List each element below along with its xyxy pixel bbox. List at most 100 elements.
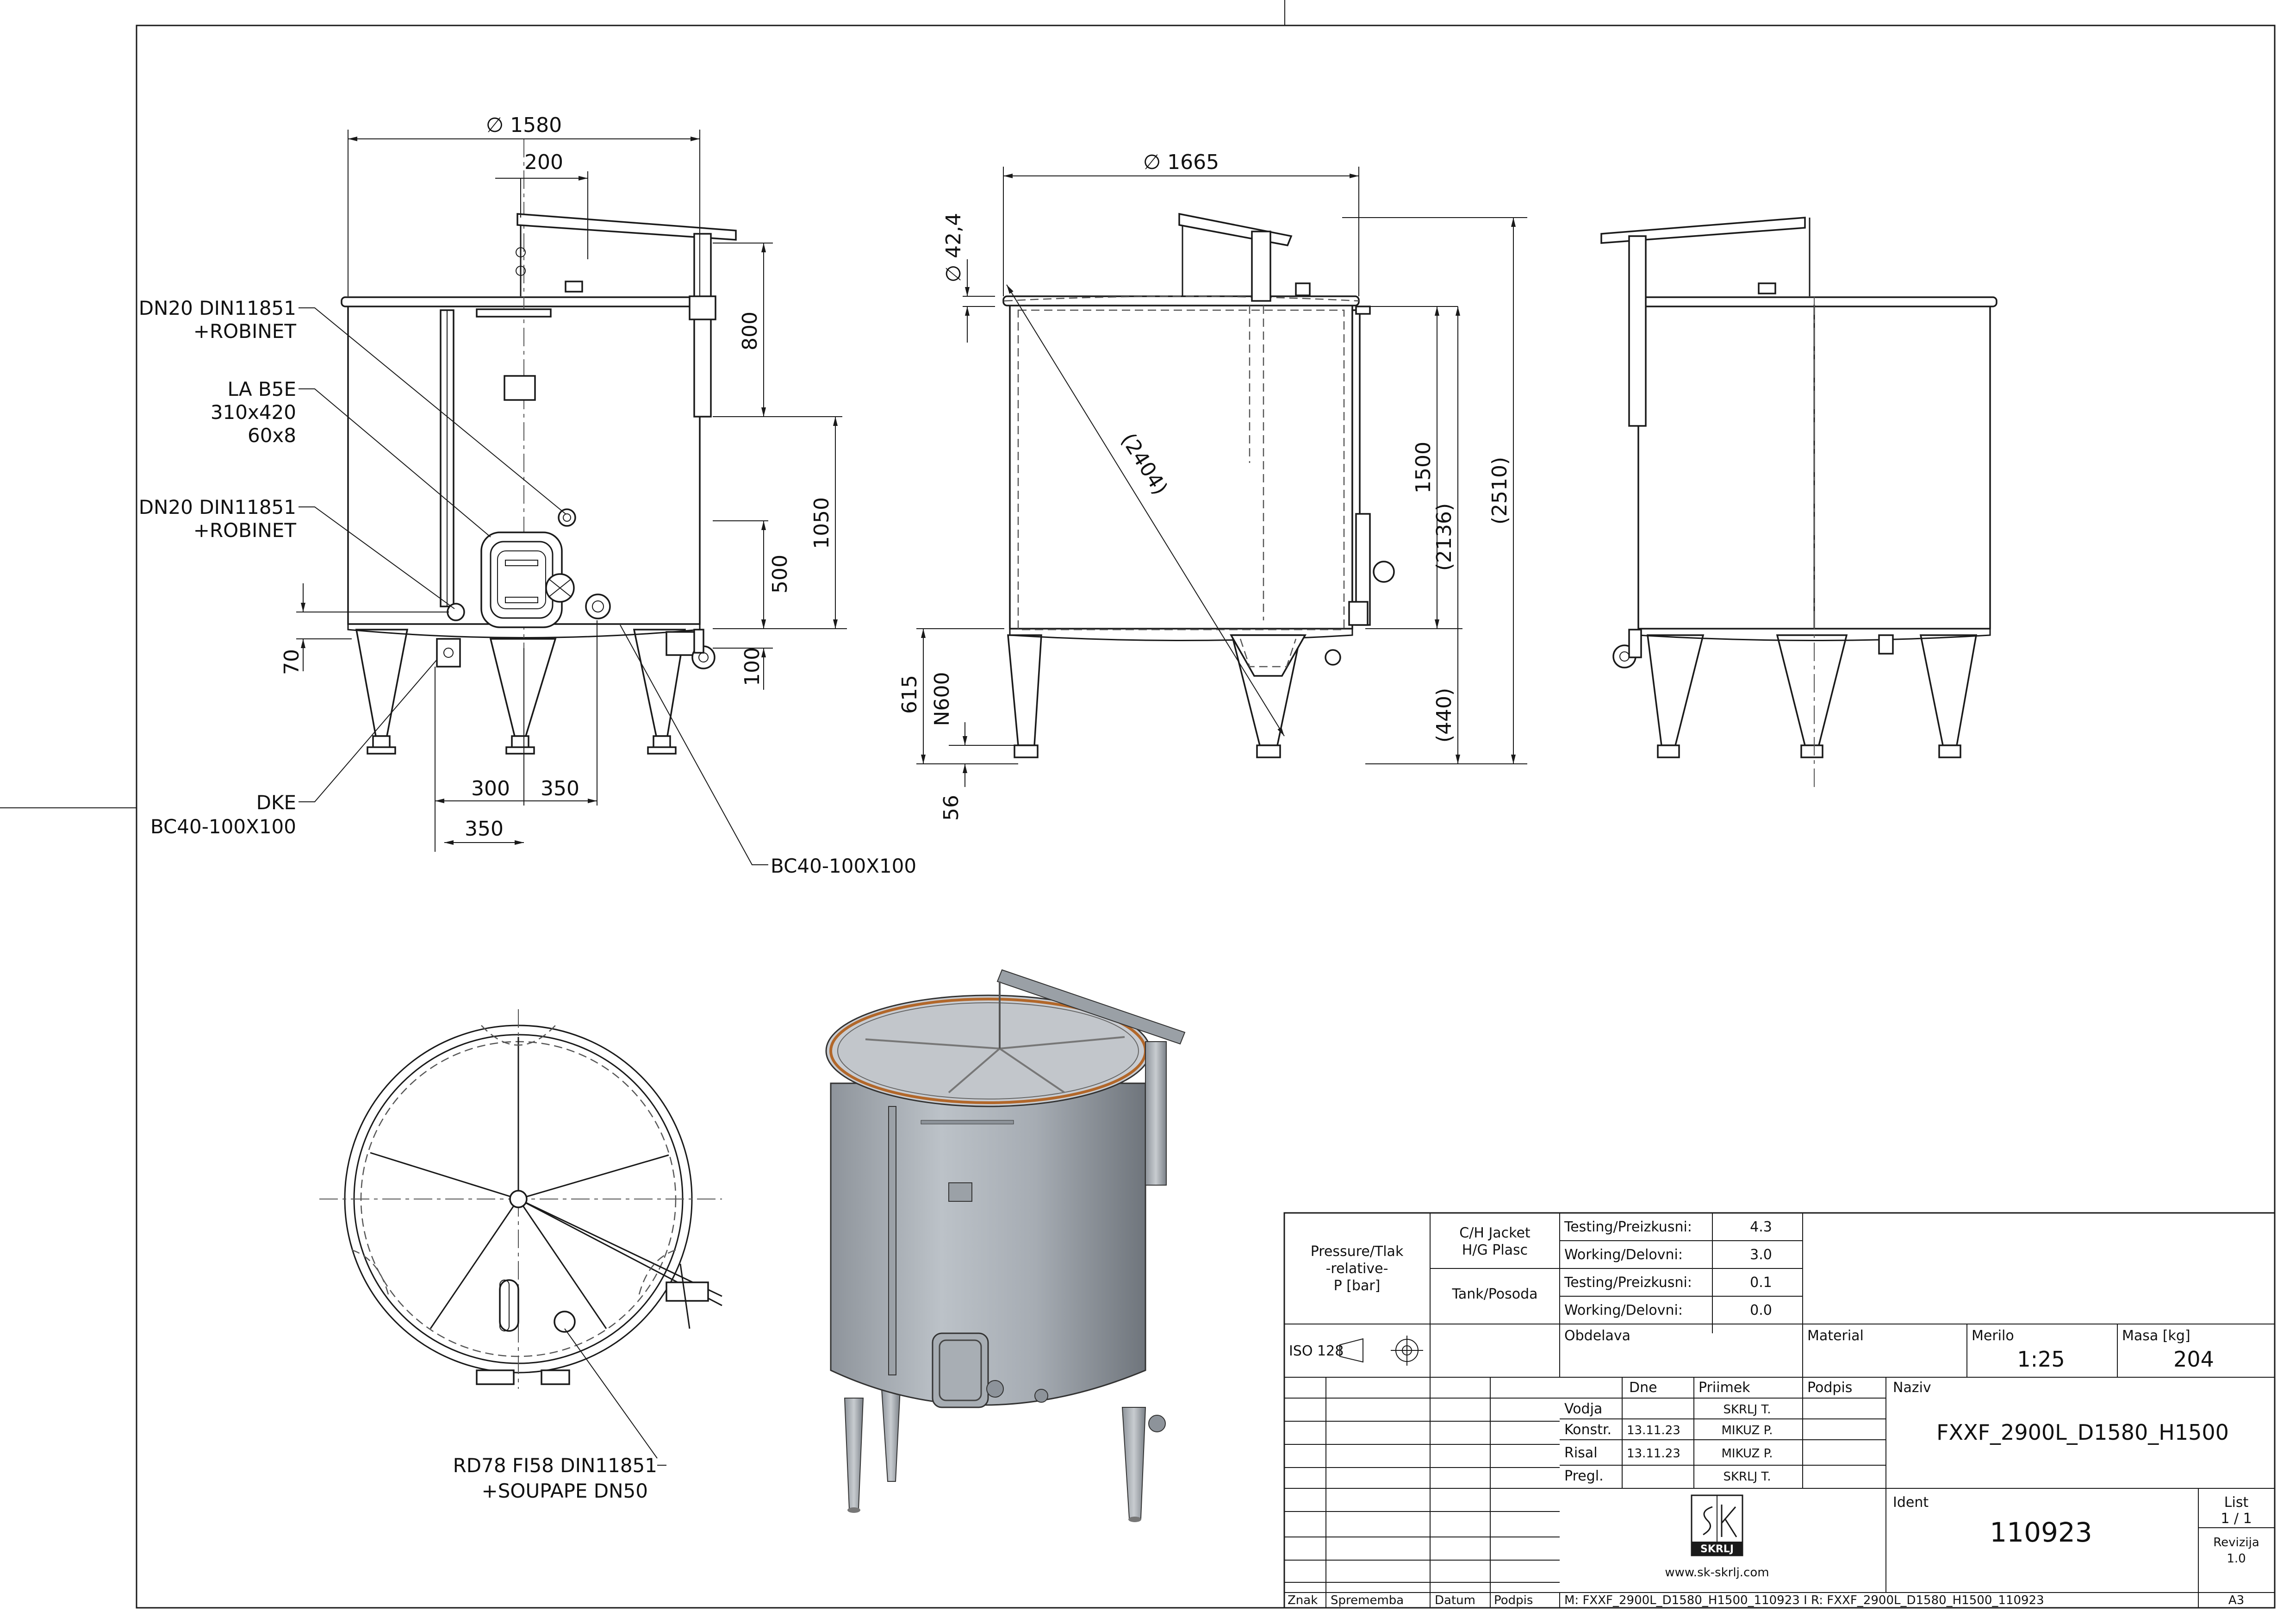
tb-tank: Tank/Posoda: [1451, 1286, 1537, 1302]
front-name-plate: [504, 375, 536, 401]
top-view-callouts: RD78 FI58 DIN11851 +SOUPAPE DN50: [453, 1454, 666, 1502]
tb-ident-label: Ident: [1893, 1494, 1929, 1511]
dim-440: (440): [1432, 688, 1456, 743]
label-la-b5e: LA B5E: [227, 378, 296, 400]
tb-row4-value: 0.0: [1750, 1302, 1772, 1318]
tb-znak: Znak: [1288, 1593, 1318, 1607]
tb-row3-value: 0.1: [1750, 1274, 1772, 1291]
dim-2136: (2136): [1432, 503, 1456, 571]
dim-dia-1665: ∅ 1665: [1143, 150, 1219, 174]
tb-format: A3: [2228, 1593, 2244, 1607]
label-la-gasket: 60x8: [248, 424, 296, 447]
dim-350-upper: 350: [541, 777, 579, 800]
tb-name-1: SKRLJ T.: [1723, 1403, 1771, 1417]
tb-col-dne: Dne: [1629, 1380, 1657, 1396]
label-bc40: BC40-100X100: [771, 855, 916, 877]
tb-revizija: 1.0: [2227, 1552, 2246, 1566]
tb-ident: 110923: [1990, 1517, 2092, 1548]
front-outlet-valve: [585, 593, 611, 619]
tb-row4-label: Working/Delovni:: [1564, 1302, 1683, 1318]
tb-naziv: FXXF_2900L_D1580_H1500: [1936, 1420, 2229, 1445]
dim-1050: 1050: [810, 497, 834, 549]
dim-2510: (2510): [1488, 457, 1512, 525]
front-lid-arm: [516, 213, 737, 418]
label-dn20-top-line1: DN20 DIN11851: [139, 297, 296, 319]
label-dn20-bottom-line2: +ROBINET: [193, 519, 297, 542]
tb-role-3: Risal: [1564, 1445, 1598, 1461]
dim-56: 56: [940, 795, 963, 821]
tb-datum: Datum: [1435, 1593, 1475, 1607]
tb-role-4: Pregl.: [1564, 1468, 1604, 1484]
dim-dia-1580: ∅ 1580: [486, 113, 562, 137]
tb-date-3: 13.11.23: [1627, 1447, 1680, 1461]
tb-col-priimek: Priimek: [1699, 1380, 1750, 1396]
label-dke: DKE: [256, 791, 296, 814]
dim-800: 800: [738, 312, 762, 350]
tb-row2-value: 3.0: [1750, 1247, 1772, 1263]
tb-row3-label: Testing/Preizkusni:: [1564, 1274, 1692, 1291]
dim-200: 200: [524, 150, 563, 174]
front-view: [341, 139, 737, 755]
right-view: [1600, 217, 1997, 787]
title-block: Pressure/Tlak -relative- P [bar] C/H Jac…: [1283, 1212, 2276, 1609]
tb-masa: 204: [2173, 1347, 2214, 1372]
tb-obdelava: Obdelava: [1564, 1328, 1630, 1344]
dim-615: 615: [898, 675, 921, 714]
tb-sprememba: Sprememba: [1331, 1593, 1404, 1607]
tb-pressure-line2: -relative-: [1326, 1261, 1388, 1277]
tb-name-4: SKRLJ T.: [1723, 1470, 1771, 1484]
tb-row1-value: 4.3: [1750, 1219, 1772, 1235]
label-soupape: +SOUPAPE DN50: [482, 1480, 648, 1502]
tb-pressure-line1: Pressure/Tlak: [1311, 1243, 1404, 1260]
label-rd78: RD78 FI58 DIN11851: [453, 1454, 657, 1477]
tb-merilo: 1:25: [2017, 1347, 2065, 1372]
tb-naziv-label: Naziv: [1893, 1380, 1931, 1396]
tb-col-podpis: Podpis: [1807, 1380, 1852, 1396]
dim-500: 500: [768, 555, 792, 593]
front-dimensions: ∅ 1580 200 800 1050 500 100 70 300 350 3…: [280, 113, 847, 852]
dim-100: 100: [740, 647, 764, 686]
front-callouts: DN20 DIN11851 +ROBINET LA B5E 310x420 60…: [139, 297, 916, 877]
tb-file-path: M: FXXF_2900L_D1580_H1500_110923 I R: FX…: [1564, 1593, 2044, 1607]
tb-row1-label: Testing/Preizkusni:: [1564, 1219, 1692, 1235]
label-dke-bc40: BC40-100X100: [150, 815, 296, 838]
tb-jacket-line2: H/G Plasc: [1462, 1242, 1528, 1258]
tb-pressure-line3: P [bar]: [1334, 1278, 1381, 1294]
dim-1500: 1500: [1412, 442, 1435, 493]
company-logo: SKRLJ: [1691, 1494, 1743, 1556]
front-lower-valve: [447, 603, 465, 621]
tb-name-3: MIKUZ P.: [1722, 1447, 1773, 1461]
dim-350-lower: 350: [465, 817, 504, 841]
front-manhole: [480, 531, 575, 628]
dim-n600: N600: [930, 672, 954, 726]
tb-iso: ISO 128: [1289, 1343, 1344, 1359]
tb-website[interactable]: www.sk-skrlj.com: [1665, 1566, 1769, 1580]
side-dimensions: ∅ 1665 ∅ 42,4 1500 (2136) (440) (2510) 6…: [898, 150, 1527, 821]
label-dn20-top-line2: +ROBINET: [193, 320, 297, 343]
tb-merilo-label: Merilo: [1972, 1328, 2014, 1344]
front-upper-valve: [558, 508, 576, 527]
tb-role-2: Konstr.: [1564, 1422, 1612, 1438]
label-la-size: 310x420: [211, 401, 296, 424]
tb-row2-label: Working/Delovni:: [1564, 1247, 1683, 1263]
tb-podpis: Podpis: [1494, 1593, 1533, 1607]
top-view: [319, 1009, 722, 1459]
side-view: (2404): [1002, 212, 1395, 758]
dim-dia-42: ∅ 42,4: [942, 213, 965, 282]
tb-masa-label: Masa [kg]: [2122, 1328, 2190, 1344]
front-legs: [355, 629, 686, 755]
tb-role-1: Vodja: [1564, 1401, 1602, 1417]
isometric-render: [825, 969, 1186, 1522]
tb-date-2: 13.11.23: [1627, 1424, 1680, 1437]
tb-list: 1 / 1: [2221, 1511, 2252, 1527]
dim-70: 70: [280, 649, 304, 675]
side-tank-body: [1009, 302, 1353, 630]
logo-text: SKRLJ: [1700, 1543, 1734, 1555]
dim-300: 300: [471, 777, 510, 800]
tb-material: Material: [1807, 1328, 1864, 1344]
tb-jacket-line1: C/H Jacket: [1459, 1225, 1531, 1241]
tb-name-2: MIKUZ P.: [1722, 1424, 1773, 1437]
projection-symbol-icon: [1339, 1336, 1423, 1366]
